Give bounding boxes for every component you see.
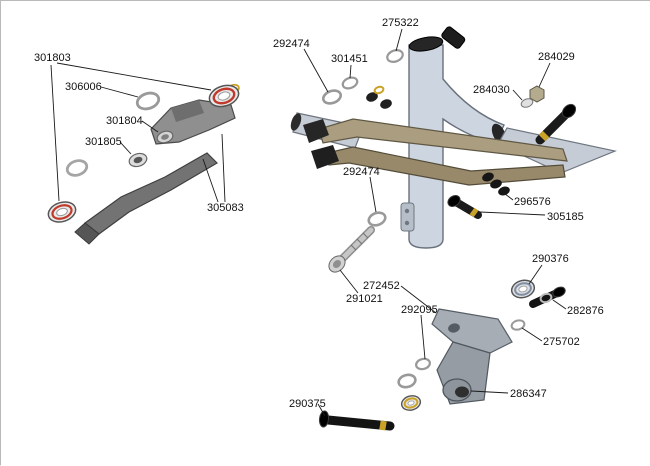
seal-ring-292474-upper — [321, 89, 343, 105]
spacer-barrel — [380, 99, 392, 109]
bottle-boss-stud — [404, 208, 410, 214]
part-label-292474-upper: 292474 — [273, 38, 310, 50]
spacer-301805 — [128, 152, 148, 168]
leader-line — [538, 62, 551, 88]
cable-port-cylinder — [441, 26, 466, 49]
bearing-bottom-red-seal — [47, 201, 77, 223]
part-label-292474-lower: 292474 — [343, 166, 380, 178]
part-label-301803: 301803 — [34, 52, 71, 64]
leader-line — [521, 327, 543, 342]
part-label-284029: 284029 — [538, 51, 575, 63]
part-label-306006: 306006 — [65, 81, 102, 93]
part-label-286347: 286347 — [510, 388, 547, 400]
bearing-gold-seal — [400, 395, 422, 411]
rocker-link-facet — [171, 100, 204, 122]
leader-line — [420, 314, 426, 360]
seal-ring-306006 — [135, 91, 161, 111]
leader-line — [470, 390, 509, 394]
part-label-291021: 291021 — [346, 293, 383, 305]
seal-ring-292095-b — [415, 357, 431, 371]
seal-ring-left — [65, 159, 89, 177]
part-label-305185: 305185 — [547, 211, 584, 223]
shock-mount-bore — [455, 386, 469, 398]
washer-301451 — [341, 76, 359, 90]
left-stay-cut — [290, 113, 302, 131]
leader-lines — [50, 28, 567, 417]
leader-line — [528, 264, 543, 285]
leader-line — [50, 64, 60, 202]
bearing-top-red-seal — [208, 84, 240, 108]
part-label-272452: 272452 — [363, 280, 400, 292]
bracket-bore — [448, 323, 460, 333]
spacer-301804 — [156, 130, 174, 144]
washer-275322 — [386, 49, 404, 63]
leader-line — [369, 176, 377, 213]
part-label-290376: 290376 — [532, 253, 569, 265]
seatstay-arm-shape — [318, 118, 568, 162]
part-label-290375: 290375 — [289, 398, 326, 410]
leader-line — [400, 285, 437, 314]
part-label-305083: 305083 — [207, 202, 244, 214]
shock-bolt-282876 — [529, 286, 566, 308]
leader-line — [202, 158, 219, 203]
part-labels: 301803 306006 301804 301805 305083 29247… — [34, 17, 604, 410]
rubber-protector-upper — [303, 119, 329, 143]
part-label-296576: 296576 — [514, 196, 551, 208]
part-label-275322: 275322 — [382, 17, 419, 29]
part-label-275702: 275702 — [543, 336, 580, 348]
upper-link-assembly — [47, 83, 240, 245]
seat-tube-shape — [408, 44, 505, 249]
main-pivot-axle-291021 — [328, 226, 375, 273]
leader-line — [552, 299, 567, 310]
spacer-barrel — [366, 92, 378, 102]
leader-line — [56, 62, 212, 91]
part-label-284030: 284030 — [473, 84, 510, 96]
leader-line — [317, 403, 326, 417]
chainstay-arm-lower-shape — [326, 146, 566, 186]
leader-line — [500, 190, 514, 201]
part-label-301805: 301805 — [85, 136, 122, 148]
seal-ring-292095-a — [397, 373, 417, 389]
bottle-boss-plate — [400, 202, 415, 232]
leader-line — [339, 269, 359, 294]
rubber-protector-lower — [311, 145, 339, 169]
part-label-301804: 301804 — [106, 115, 143, 127]
spacer-stack-296576 — [482, 172, 510, 196]
leader-line — [221, 133, 226, 203]
seat-tube-top-cut — [408, 36, 444, 52]
chainstay-arm-end — [74, 222, 100, 245]
leader-line — [100, 86, 139, 98]
pivot-bolt-upper-right — [535, 103, 577, 145]
leader-line — [349, 64, 352, 79]
part-label-282876: 282876 — [567, 305, 604, 317]
part-label-301451: 301451 — [331, 53, 368, 65]
bottle-boss-stud — [404, 220, 410, 226]
seal-ring-292474-lower — [367, 211, 387, 227]
washer-284030 — [520, 98, 534, 108]
pivot-bolt-305185 — [447, 194, 482, 219]
leader-line — [479, 211, 546, 216]
leader-line — [512, 89, 523, 101]
leader-line — [303, 48, 329, 93]
shock-bolt-290375 — [318, 410, 395, 431]
chainstay-arm-shape — [84, 152, 218, 235]
leader-line — [395, 28, 403, 52]
bearing-290376 — [510, 279, 536, 299]
part-label-292095: 292095 — [401, 304, 438, 316]
leader-line — [119, 141, 132, 155]
gold-washer — [373, 85, 385, 95]
main-frame-assembly — [290, 26, 618, 273]
hex-nut-284029 — [529, 85, 545, 103]
washer-275702 — [510, 319, 526, 331]
leader-line — [141, 120, 159, 133]
lower-mount-assembly — [318, 279, 566, 431]
